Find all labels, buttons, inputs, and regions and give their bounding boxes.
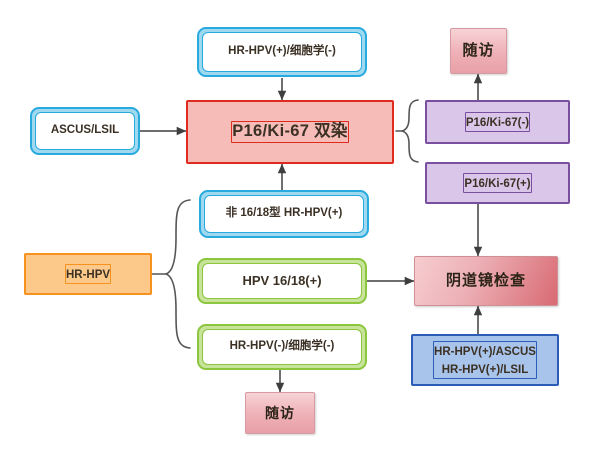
node-label: HR-HPV(+)/ASCUS HR-HPV(+)/LSIL xyxy=(434,346,536,376)
node-label: ASCUS/LSIL xyxy=(50,124,120,137)
node-hrhpv-pos-ascus-lsil[interactable]: HR-HPV(+)/ASCUS HR-HPV(+)/LSIL xyxy=(411,334,559,386)
node-p16ki67-pos[interactable]: P16/Ki-67(+) xyxy=(425,162,570,204)
node-ascus-lsil[interactable]: ASCUS/LSIL xyxy=(30,107,140,155)
node-label: 随访 xyxy=(462,42,495,60)
node-p16ki67-dual[interactable]: P16/Ki-67 双染 xyxy=(186,100,394,164)
node-label: 阴道镜检查 xyxy=(445,272,526,290)
brace-hrhpv-to-subtypes xyxy=(163,199,191,349)
node-label: HR-HPV(+)/细胞学(-) xyxy=(228,45,336,58)
node-label: HR-HPV(-)/细胞学(-) xyxy=(229,340,335,353)
node-p16ki67-neg[interactable]: P16/Ki-67(-) xyxy=(425,100,570,144)
node-label: HPV 16/18(+) xyxy=(242,273,322,289)
node-label: P16/Ki-67(+) xyxy=(464,178,531,190)
node-label: 非 16/18型 HR-HPV(+) xyxy=(225,207,343,220)
node-hpv-1618-pos[interactable]: HPV 16/18(+) xyxy=(197,258,367,304)
node-label: P16/Ki-67(-) xyxy=(465,117,530,129)
node-label: P16/Ki-67 双染 xyxy=(232,122,348,141)
node-non-1618-hrhpv-pos[interactable]: 非 16/18型 HR-HPV(+) xyxy=(199,190,369,238)
node-hrhpv-neg-cyto-neg[interactable]: HR-HPV(-)/细胞学(-) xyxy=(197,324,367,370)
brace-dual-to-p16-results xyxy=(401,99,419,163)
node-hrhpv-pos-cyto-neg[interactable]: HR-HPV(+)/细胞学(-) xyxy=(197,27,367,77)
node-label: 随访 xyxy=(265,404,295,421)
node-followup-bottom[interactable]: 随访 xyxy=(245,392,315,434)
node-label: HR-HPV xyxy=(65,269,111,281)
node-hrhpv[interactable]: HR-HPV xyxy=(24,253,152,295)
node-followup-top[interactable]: 随访 xyxy=(450,28,507,74)
node-colposcopy[interactable]: 阴道镜检查 xyxy=(414,256,558,306)
